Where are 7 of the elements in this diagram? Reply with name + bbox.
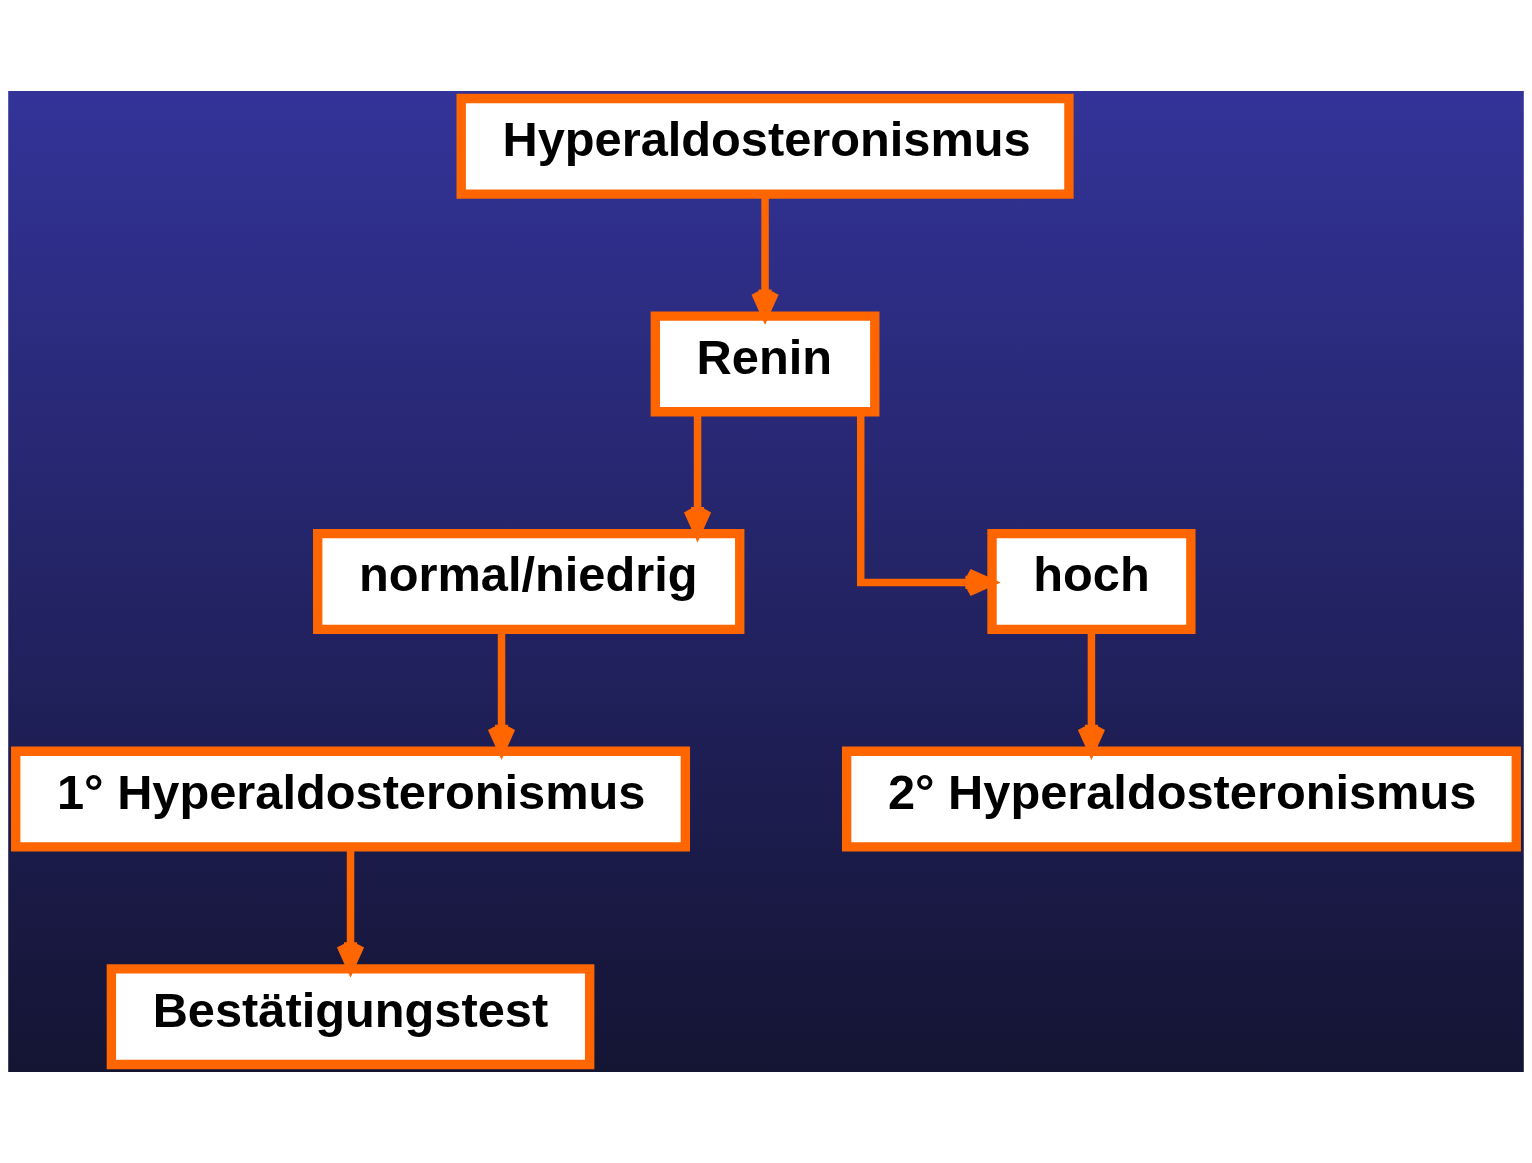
node-box: Hyperaldosteronismus bbox=[456, 93, 1074, 199]
node-box: hoch bbox=[987, 528, 1196, 635]
node-box: normal/niedrig bbox=[313, 528, 745, 635]
node-box: 1° Hyperaldosteronismus bbox=[11, 746, 691, 852]
node-box: 2° Hyperaldosteronismus bbox=[841, 746, 1521, 852]
node-box: Bestätigungstest bbox=[106, 964, 595, 1070]
node-box: Renin bbox=[650, 311, 880, 417]
